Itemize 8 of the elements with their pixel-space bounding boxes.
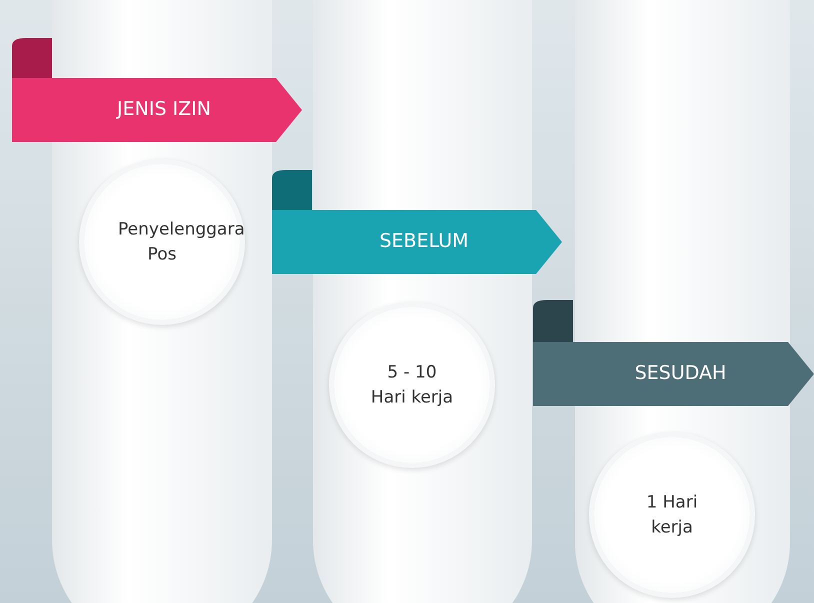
ribbon-label: SESUDAH bbox=[634, 362, 728, 384]
ribbon-banner bbox=[533, 300, 814, 406]
ribbon-label: SEBELUM bbox=[378, 230, 470, 252]
ribbon-banner bbox=[12, 38, 302, 142]
ribbon-banner bbox=[272, 170, 562, 274]
circle-text: 5 - 10 Hari kerja bbox=[370, 361, 454, 409]
circle-text: 1 Hari kerja bbox=[645, 491, 699, 539]
ribbon-label: JENIS IZIN bbox=[115, 98, 212, 120]
